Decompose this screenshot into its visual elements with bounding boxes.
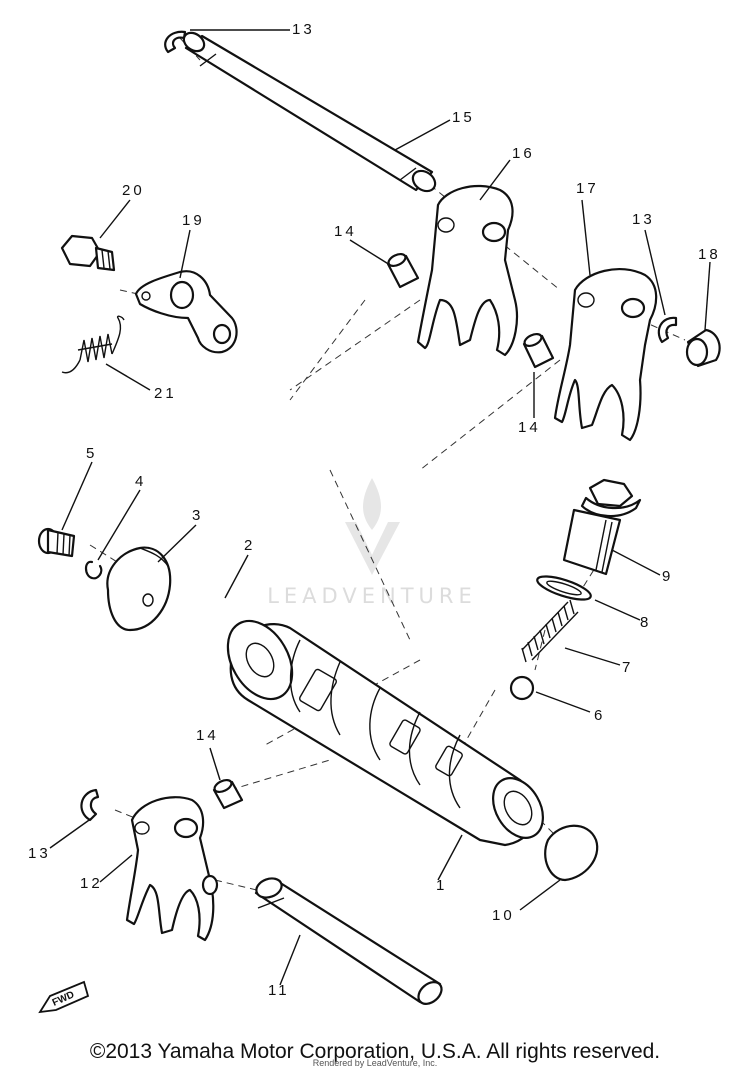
part-13-circlip-top[interactable] <box>164 30 187 54</box>
part-12-shift-fork[interactable] <box>125 796 219 942</box>
callout-8: 8 <box>640 614 651 631</box>
callout-4: 4 <box>135 473 146 490</box>
leadventure-watermark: LEADVENTURE <box>267 478 477 608</box>
part-5-screw[interactable] <box>37 527 76 558</box>
rendered-by-credit: Rendered by LeadVenture, Inc. <box>312 1058 438 1068</box>
fwd-arrow-icon: FWD <box>38 980 90 1014</box>
callout-14-upper: 14 <box>334 223 357 240</box>
part-9-plug[interactable] <box>562 478 642 576</box>
callout-14-middle: 14 <box>518 419 541 436</box>
callout-1: 1 <box>436 877 447 894</box>
callout-6: 6 <box>594 707 605 724</box>
callout-12: 12 <box>80 875 103 892</box>
copyright-notice: ©2013 Yamaha Motor Corporation, U.S.A. A… <box>89 1040 661 1063</box>
callout-13-lower: 13 <box>28 845 51 862</box>
part-20-bolt[interactable] <box>60 234 116 272</box>
callout-11: 11 <box>268 982 290 999</box>
callout-16: 16 <box>512 145 535 162</box>
part-4-lock-washer[interactable] <box>84 560 103 580</box>
part-1-shift-cam[interactable] <box>215 610 553 847</box>
part-10-cap[interactable] <box>544 824 599 882</box>
callout-3: 3 <box>192 507 203 524</box>
callout-19: 19 <box>182 212 205 229</box>
callout-5: 5 <box>86 445 97 462</box>
callout-13-right: 13 <box>632 211 655 228</box>
part-2-pins[interactable] <box>155 585 257 685</box>
part-18-cap[interactable] <box>685 328 721 368</box>
part-13-circlip-right[interactable] <box>657 316 678 344</box>
callout-21: 21 <box>154 385 177 402</box>
part-6-ball[interactable] <box>509 675 535 701</box>
part-13-circlip-lower[interactable] <box>80 788 100 822</box>
callout-17: 17 <box>576 180 599 197</box>
part-21-spring[interactable] <box>61 315 125 374</box>
callout-20: 20 <box>122 182 145 199</box>
callout-9: 9 <box>662 568 673 585</box>
callout-2: 2 <box>244 537 255 554</box>
part-11-guide-bar[interactable] <box>254 875 446 1008</box>
part-3-segment-plate[interactable] <box>106 546 172 632</box>
callout-13-top: 13 <box>292 21 315 38</box>
leader-lines <box>49 29 711 986</box>
callout-18: 18 <box>698 246 721 263</box>
callout-labels: 13 15 16 14 17 13 18 14 20 19 21 5 4 3 2… <box>28 21 721 999</box>
part-14-dowel-pin-upper[interactable] <box>386 252 420 289</box>
watermark-text: LEADVENTURE <box>267 584 477 608</box>
part-7-spring[interactable] <box>521 599 579 663</box>
part-14-dowel-pin-lower[interactable] <box>212 778 244 810</box>
callout-15: 15 <box>452 109 475 126</box>
callout-14-lower: 14 <box>196 727 219 744</box>
part-16-shift-fork[interactable] <box>416 185 519 357</box>
part-15-guide-bar[interactable] <box>180 29 439 195</box>
part-14-dowel-pin-middle[interactable] <box>522 332 555 369</box>
part-8-gasket[interactable] <box>535 572 593 605</box>
part-17-shift-fork[interactable] <box>553 268 658 442</box>
callout-10: 10 <box>492 907 515 924</box>
callout-7: 7 <box>622 659 633 676</box>
part-19-stopper-lever[interactable] <box>134 270 238 354</box>
